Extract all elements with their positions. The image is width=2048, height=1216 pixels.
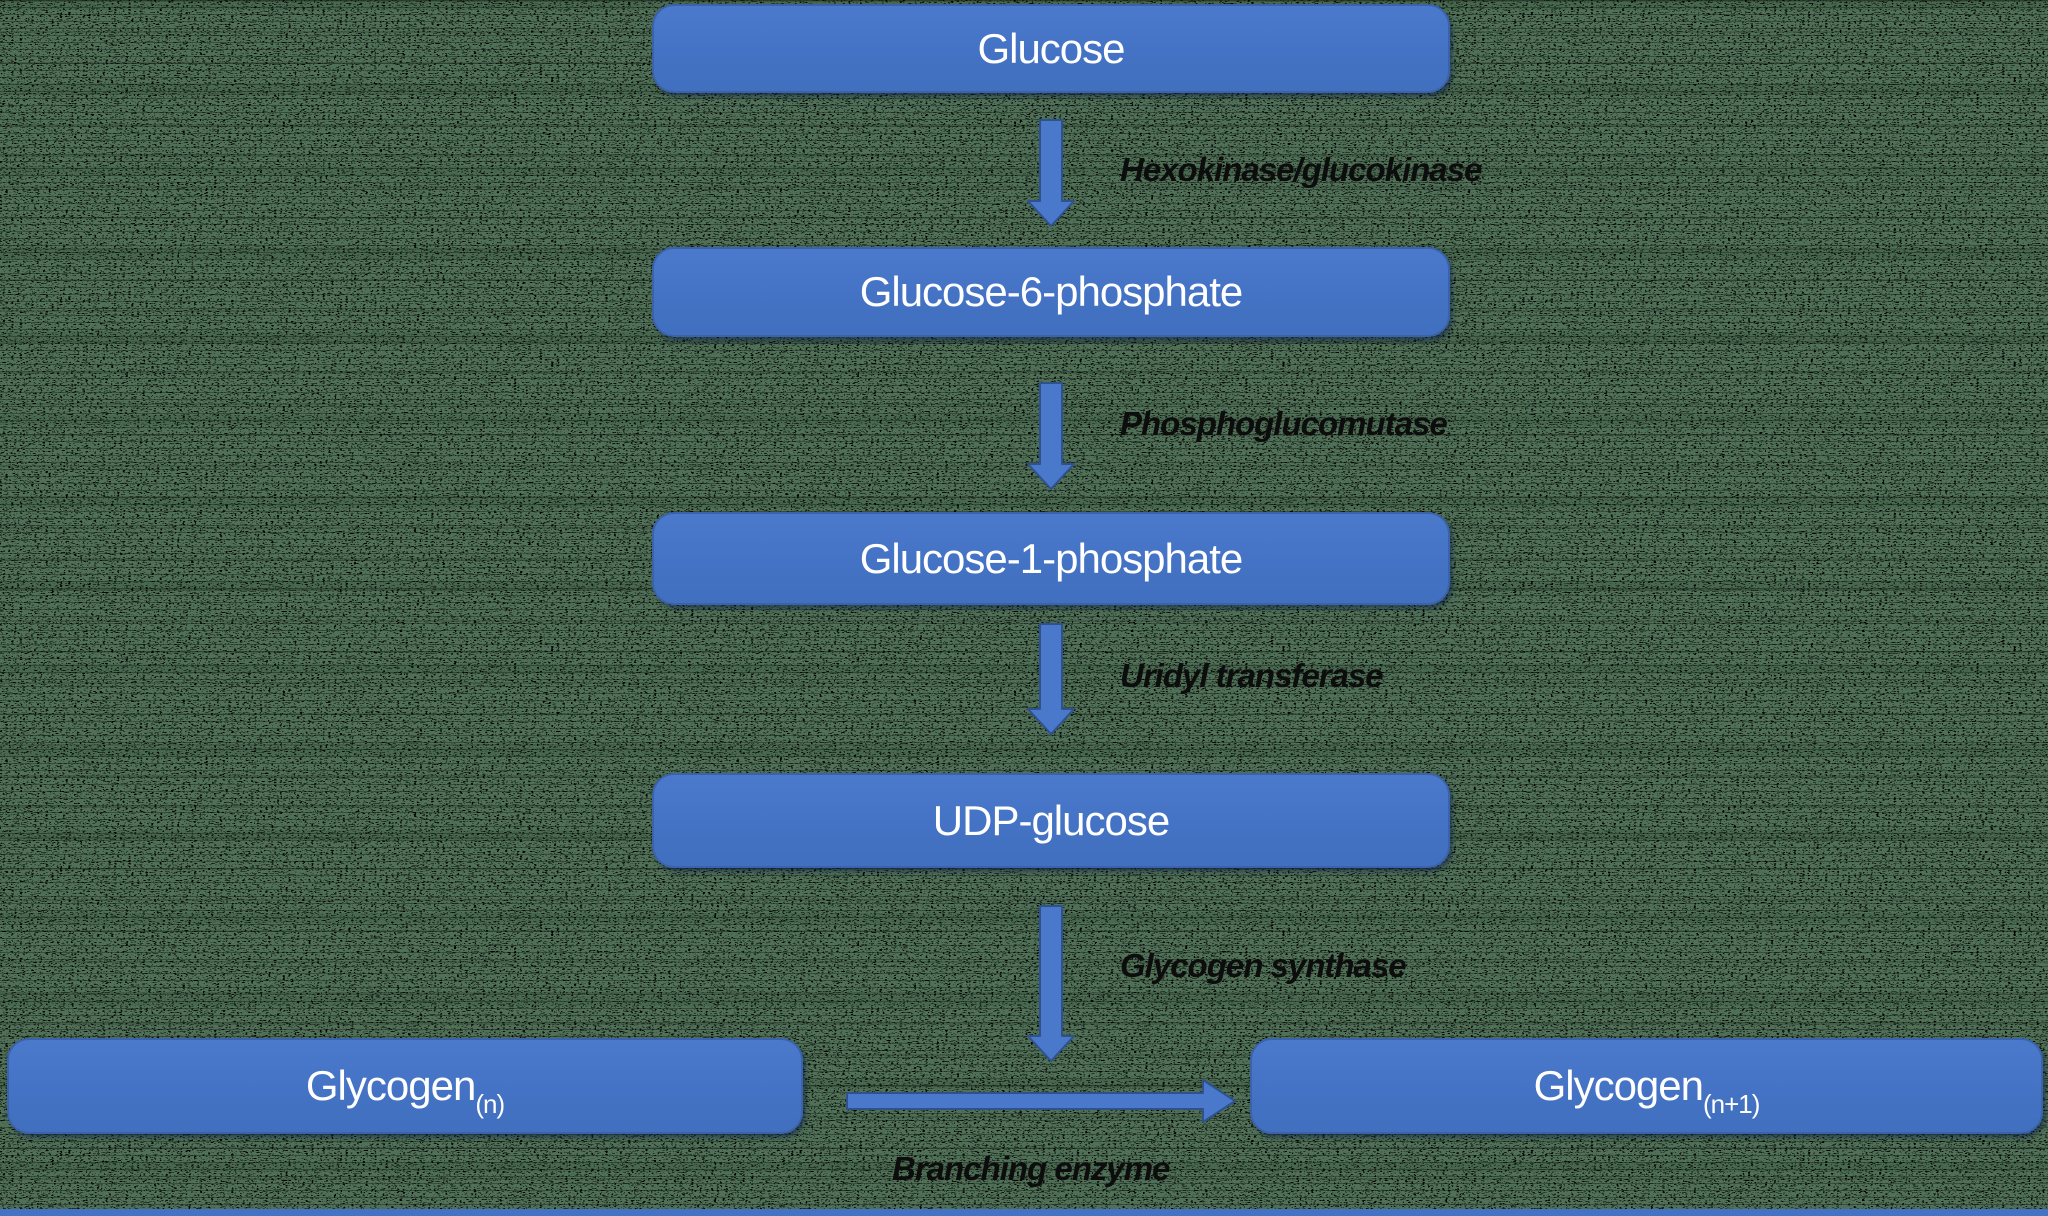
node-udp-glucose: UDP-glucose bbox=[652, 773, 1450, 868]
enzyme-label-branching-enzyme: Branching enzyme bbox=[892, 1150, 1170, 1187]
node-glucose-6-phosphate-label: Glucose-6-phosphate bbox=[859, 268, 1244, 315]
node-glucose-1-phosphate: Glucose-1-phosphate bbox=[652, 512, 1450, 605]
node-glycogen-n-plus-1-label: Glycogen bbox=[1533, 1062, 1704, 1109]
node-glycogen-n-subscript: (n) bbox=[475, 1089, 505, 1119]
node-glycogen-n-label: Glycogen bbox=[305, 1062, 476, 1109]
node-glycogen-n-plus-1: Glycogen(n+1) bbox=[1250, 1038, 2043, 1134]
arrow-glycogen-n-to-n1-icon bbox=[846, 1079, 1236, 1123]
node-glucose: Glucose bbox=[652, 4, 1450, 93]
node-glycogen-n-plus-1-subscript: (n+1) bbox=[1703, 1089, 1760, 1119]
arrow-g1p-to-udp-icon bbox=[1027, 623, 1075, 735]
node-glucose-6-phosphate: Glucose-6-phosphate bbox=[652, 247, 1450, 337]
node-glycogen-n: Glycogen(n) bbox=[7, 1038, 803, 1134]
arrow-udp-to-glycogen-icon bbox=[1027, 905, 1075, 1062]
bottom-edge-blue-bar bbox=[0, 1209, 2048, 1216]
node-glucose-1-phosphate-label: Glucose-1-phosphate bbox=[859, 534, 1244, 582]
enzyme-label-uridyl-transferase: Uridyl transferase bbox=[1120, 657, 1384, 694]
node-glucose-label: Glucose bbox=[977, 24, 1125, 72]
enzyme-label-hexokinase-glucokinase: Hexokinase/glucokinase bbox=[1120, 151, 1482, 188]
enzyme-label-phosphoglucomutase: Phosphoglucomutase bbox=[1120, 405, 1448, 442]
arrow-glucose-to-g6p-icon bbox=[1027, 119, 1075, 227]
arrow-g6p-to-g1p-icon bbox=[1027, 382, 1075, 490]
node-udp-glucose-label: UDP-glucose bbox=[932, 796, 1170, 844]
enzyme-label-glycogen-synthase: Glycogen synthase bbox=[1120, 947, 1407, 984]
